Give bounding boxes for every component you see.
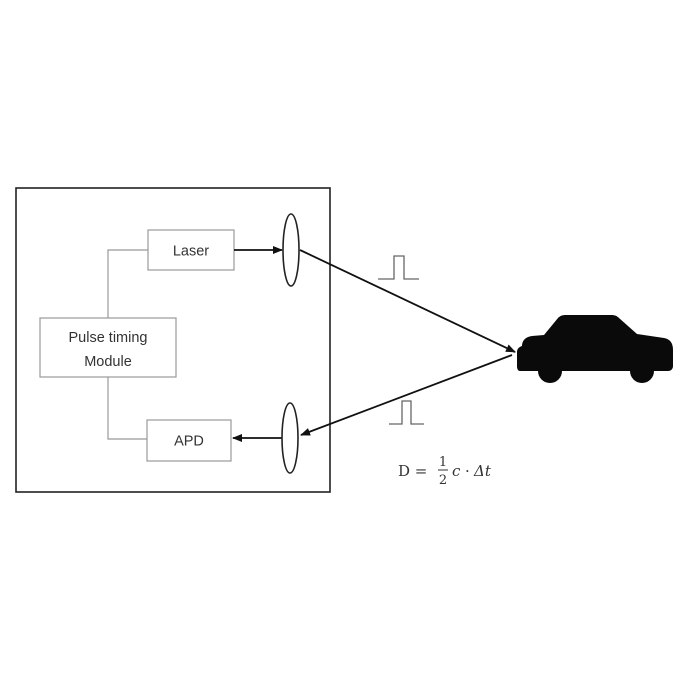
module-to-laser-wire — [107, 249, 148, 318]
car-front-wheel — [630, 359, 654, 383]
formula-lhs: D = — [398, 462, 427, 480]
transmit-lens-icon — [282, 213, 300, 287]
car-body — [517, 315, 673, 371]
apd-block: APD — [146, 419, 232, 462]
formula-numerator: 1 — [439, 455, 447, 470]
laser-box — [147, 229, 235, 271]
return-pulse-icon — [389, 400, 424, 425]
formula-denominator: 2 — [439, 473, 447, 488]
pulse-timing-module-label-line1: Pulse timing — [69, 330, 148, 346]
car-silhouette-icon — [517, 315, 673, 383]
module-to-apd-wire — [107, 377, 147, 440]
pulse-timing-module-box — [39, 317, 177, 378]
formula-delta-t: Δt — [473, 462, 492, 480]
return-beam-arrow — [300, 354, 513, 436]
apd-box — [146, 419, 232, 462]
formula-speed-symbol: c — [452, 462, 461, 480]
system-enclosure — [15, 187, 331, 493]
pulse-timing-module-label-line2: Module — [84, 354, 132, 370]
outgoing-beam-arrow — [299, 249, 516, 353]
car-rear-wheel — [538, 359, 562, 383]
receive-lens-icon — [281, 402, 299, 474]
apd-label: APD — [174, 434, 204, 450]
outgoing-pulse-icon — [378, 255, 419, 280]
laser-block: Laser — [147, 229, 235, 271]
pulse-timing-module: Pulse timing Module — [39, 317, 177, 378]
laser-label: Laser — [173, 244, 209, 260]
distance-formula: D = 1 2 c · Δt — [398, 455, 492, 488]
formula-dot: · — [465, 462, 470, 480]
